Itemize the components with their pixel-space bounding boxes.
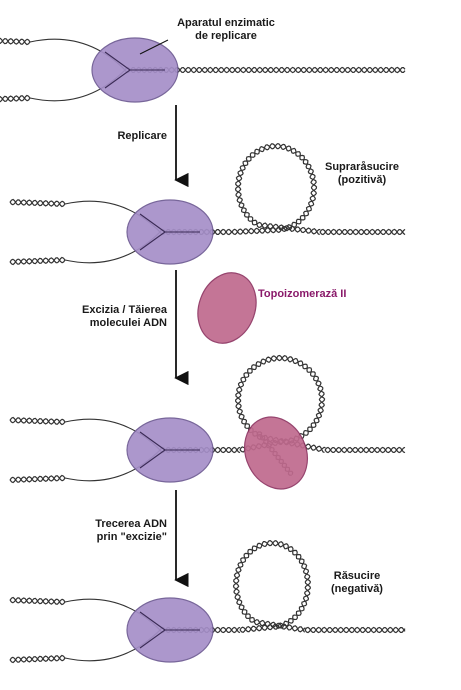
label-replication-machinery-line2: de replicare: [195, 30, 257, 42]
panel4-fork-lower-duplex-strand-b: [9, 655, 66, 663]
panel4-fork-lines: [139, 611, 200, 649]
panel4-fork-upper-duplex-strand-b: [9, 596, 66, 606]
panel1-fork-lower-duplex-strand-b: [0, 95, 31, 103]
panel3-fork-upper-duplex-strand-b: [9, 416, 66, 426]
label-relaxed-line1: Răsucire: [334, 570, 380, 582]
panel4-relaxed-loop-strand-b: [232, 540, 311, 633]
panel2-supercoil-loop-strand-a: [231, 143, 321, 236]
panel3-fork-lines: [139, 431, 200, 469]
enzymes: [91, 37, 308, 663]
panel2-duplex-right-strand-b: [319, 228, 406, 236]
label-step-excision-line1: Excizia / Tăierea: [82, 304, 168, 316]
topoisomerase-ii-enzyme: [197, 272, 257, 344]
label-step-passage-line2: prin "excizie": [97, 531, 167, 543]
label-relaxed-line2: (negativă): [331, 583, 383, 595]
dna-strands: [0, 37, 406, 664]
panel2-fork-lower-duplex-strand-b: [9, 257, 66, 265]
panel4-relaxed-loop-strand-a: [233, 539, 312, 633]
panel3-fork-lower-duplex-strand-b: [9, 475, 66, 483]
panel2-supercoil-loop-strand-b: [231, 143, 320, 236]
panel2-fork-lines: [139, 213, 200, 251]
panel3-topoisomerase-enzyme: [244, 416, 308, 490]
label-topoisomerase: Topoizomerază II: [258, 288, 346, 300]
panel2-duplex-right-strand-a: [319, 228, 406, 236]
label-step-excision-line2: moleculei ADN: [90, 317, 167, 329]
label-step-passage-line1: Trecerea ADN: [95, 518, 167, 530]
panel1-fork-lines: [104, 51, 165, 89]
label-supercoil-line1: Supraråsucire: [325, 161, 399, 173]
label-supercoil-line2: (pozitivă): [338, 174, 387, 186]
panel3-duplex-right-strand-a: [324, 446, 406, 454]
label-replication-machinery-line1: Aparatul enzimatic: [177, 17, 275, 29]
panel1-fork-upper-duplex-strand-b: [0, 37, 31, 46]
panel3-duplex-right-strand-b: [324, 446, 406, 454]
label-leader-line: [139, 39, 169, 55]
panel4-duplex-right-strand-b: [304, 626, 406, 634]
panel2-fork-upper-duplex-strand-b: [9, 198, 66, 208]
label-step-replication: Replicare: [117, 130, 167, 142]
